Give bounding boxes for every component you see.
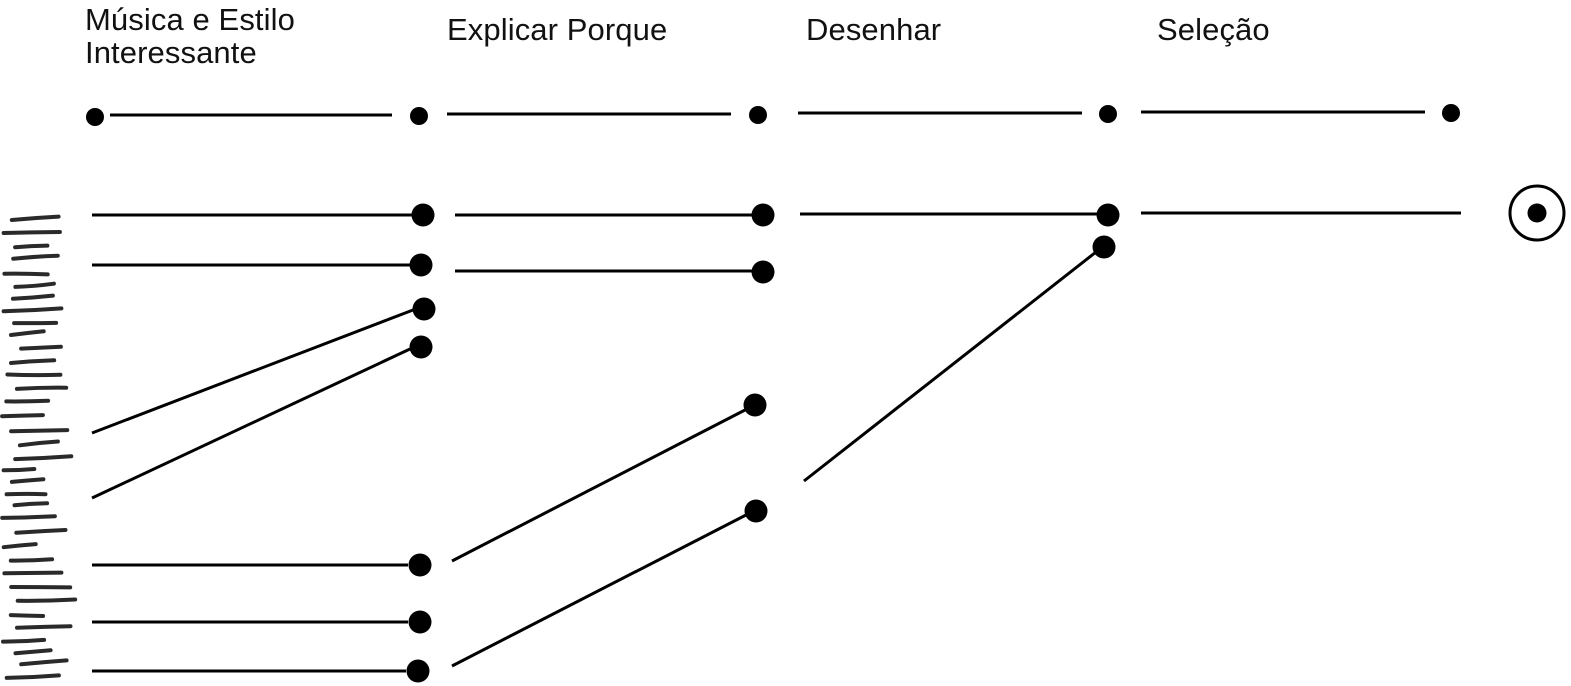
target-circle-icon [1508,184,1566,242]
stage-1-connections [91,203,436,683]
candidate-node [408,553,432,577]
timeline-node [86,108,104,126]
stage-label-line: Seleção [1157,12,1270,47]
candidate-node [1096,203,1120,227]
tally-mark [1,637,47,644]
tally-mark [0,514,57,520]
candidate-tally-marks [0,214,78,680]
tally-mark [11,253,60,261]
candidate-node [409,335,433,359]
timeline-row [86,104,1460,126]
tally-mark [8,557,55,563]
candidate-node [409,253,433,277]
tally-mark [12,501,50,508]
connector-line [451,408,746,563]
candidate-node [751,203,775,227]
candidate-node [406,659,430,683]
tally-mark [9,477,46,484]
candidate-node [751,260,775,284]
tally-mark [13,243,50,250]
candidate-node [1092,235,1116,259]
tally-mark [4,398,51,404]
candidate-node [743,393,767,417]
stage-label-selecao: Seleção [1157,13,1270,46]
candidate-node [408,610,432,634]
tally-mark [9,358,57,365]
stage-2-connections [451,203,775,668]
connector-line [91,308,414,435]
tally-mark [13,454,74,462]
tally-mark [2,570,64,576]
tally-mark [13,281,56,289]
tally-mark [13,648,53,656]
stage-label-line: Desenhar [806,12,942,47]
timeline-node [410,107,428,125]
stage-label-line: Explicar Porque [447,12,668,47]
tally-mark [1,542,38,550]
stage-label-explicar: Explicar Porque [447,13,667,46]
tally-mark [19,344,63,351]
tally-mark [14,528,68,535]
candidate-node [411,203,435,227]
tally-mark [14,385,69,391]
stage-label-line: Música e Estilo [85,2,295,37]
tally-mark [5,372,63,378]
connector-line [803,250,1097,483]
timeline-node [749,106,767,124]
tally-mark [9,428,70,434]
candidate-node [412,297,436,321]
stage-label-desenhar: Desenhar [806,13,941,46]
tally-mark [1,467,37,473]
stage-label-musica: Música e Estilo Interessante [85,3,295,69]
connector-line [451,513,747,668]
connector-line [91,347,411,500]
timeline-node [1099,105,1117,123]
stage-3-connections [800,203,1120,483]
tally-mark [15,624,73,630]
candidate-node [744,499,768,523]
stage-label-line: Interessante [85,35,257,70]
tally-mark [1,306,64,314]
tally-mark [17,439,60,448]
tally-mark [0,413,45,419]
timeline-node [1442,104,1460,122]
tally-mark [8,613,46,618]
tally-mark [15,597,78,603]
tally-mark [4,673,61,680]
stage-4-connections [1141,184,1566,242]
tally-mark [2,271,50,277]
tally-mark [19,658,69,667]
tally-mark [10,293,55,301]
tally-mark [9,329,46,337]
tally-mark [1,230,62,235]
tally-mark [9,214,61,222]
